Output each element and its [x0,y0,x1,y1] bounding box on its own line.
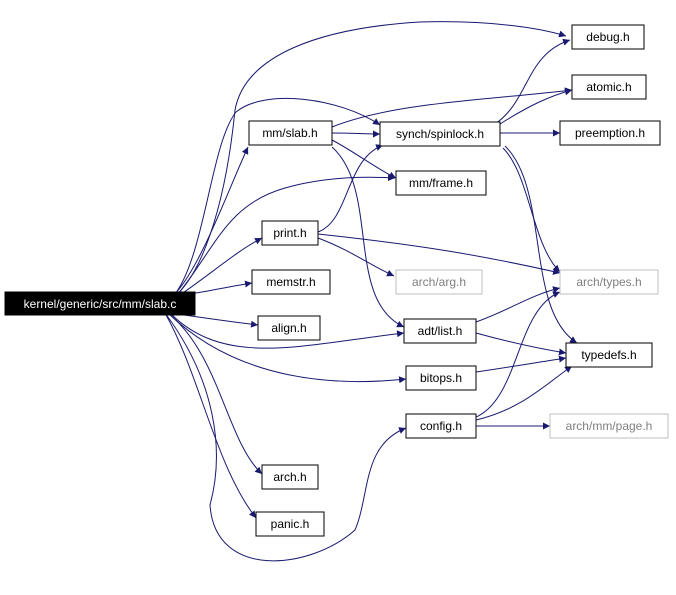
node-memstr[interactable]: memstr.h [251,269,331,295]
node-list[interactable]: adt/list.h [403,318,477,344]
node-panic[interactable]: panic.h [255,511,325,537]
node-spinlock[interactable]: synch/spinlock.h [379,121,501,147]
node-atomic[interactable]: atomic.h [571,74,647,100]
node-bitops-label: bitops.h [420,371,462,385]
edge-root-debug [169,21,567,301]
node-root-label: kernel/generic/src/mm/slab.c [24,297,177,311]
node-types-label: arch/types.h [576,275,641,289]
edge-mm-slab-spinlock [331,130,381,138]
edge-mm-slab-frame [331,139,397,179]
node-print-label: print.h [273,226,306,240]
node-page[interactable]: arch/mm/page.h [549,413,669,439]
node-arg[interactable]: arch/arg.h [395,269,483,295]
node-debug[interactable]: debug.h [571,24,645,50]
edges [164,21,578,562]
node-align[interactable]: align.h [257,315,321,341]
edge-root-config [164,312,407,562]
node-typedefs-label: typedefs.h [581,348,636,362]
edge-root-print [173,237,263,300]
edge-list-typedefs [475,332,567,356]
node-memstr-label: memstr.h [266,275,315,289]
node-types[interactable]: arch/types.h [559,269,659,295]
node-config-label: config.h [420,419,462,433]
node-frame-label: mm/frame.h [409,176,473,190]
node-root[interactable]: kernel/generic/src/mm/slab.c [4,291,196,316]
edge-list-types [475,286,561,323]
node-preemption-label: preemption.h [575,126,645,140]
node-panic-label: panic.h [271,517,310,531]
node-bitops[interactable]: bitops.h [405,365,477,391]
edge-spinlock-typedefs [504,145,578,344]
edge-mm-slab-list [331,146,405,328]
edge-spinlock-debug [494,38,571,125]
edge-root-arch [167,312,263,475]
edge-config-typedefs [475,365,573,421]
node-typedefs[interactable]: typedefs.h [565,342,653,368]
node-align-label: align.h [271,321,306,335]
edge-print-spinlock [317,144,384,233]
edge-mm-slab-atomic [331,87,573,128]
edge-root-bitops [167,312,407,384]
edge-root-list [169,312,405,349]
node-mm-slab-label: mm/slab.h [262,126,317,140]
nodes: kernel/generic/src/mm/slab.c debug.h ato… [4,24,669,537]
node-spinlock-label: synch/spinlock.h [396,127,484,141]
edge-bitops-typedefs [475,355,567,373]
node-page-label: arch/mm/page.h [566,419,653,433]
edge-root-spinlock [171,97,381,299]
node-debug-label: debug.h [586,30,629,44]
node-arg-label: arch/arg.h [412,275,466,289]
edge-spinlock-atomic [499,88,573,125]
edge-spinlock-types [502,147,561,273]
edge-root-frame [173,174,396,300]
edge-root-memstr [189,280,253,295]
edge-print-types [317,233,561,275]
node-arch-label: arch.h [273,470,306,484]
node-print[interactable]: print.h [261,220,319,246]
node-preemption[interactable]: preemption.h [559,120,661,146]
node-list-label: adt/list.h [418,324,463,338]
node-frame[interactable]: mm/frame.h [395,170,487,196]
node-config[interactable]: config.h [405,413,477,439]
edge-root-panic [164,312,257,519]
edge-root-mm-slab [171,146,249,298]
node-arch[interactable]: arch.h [261,464,319,490]
node-atomic-label: atomic.h [586,80,631,94]
node-mm-slab[interactable]: mm/slab.h [248,120,333,146]
edge-print-arg [317,237,395,277]
edge-config-types [473,291,561,419]
